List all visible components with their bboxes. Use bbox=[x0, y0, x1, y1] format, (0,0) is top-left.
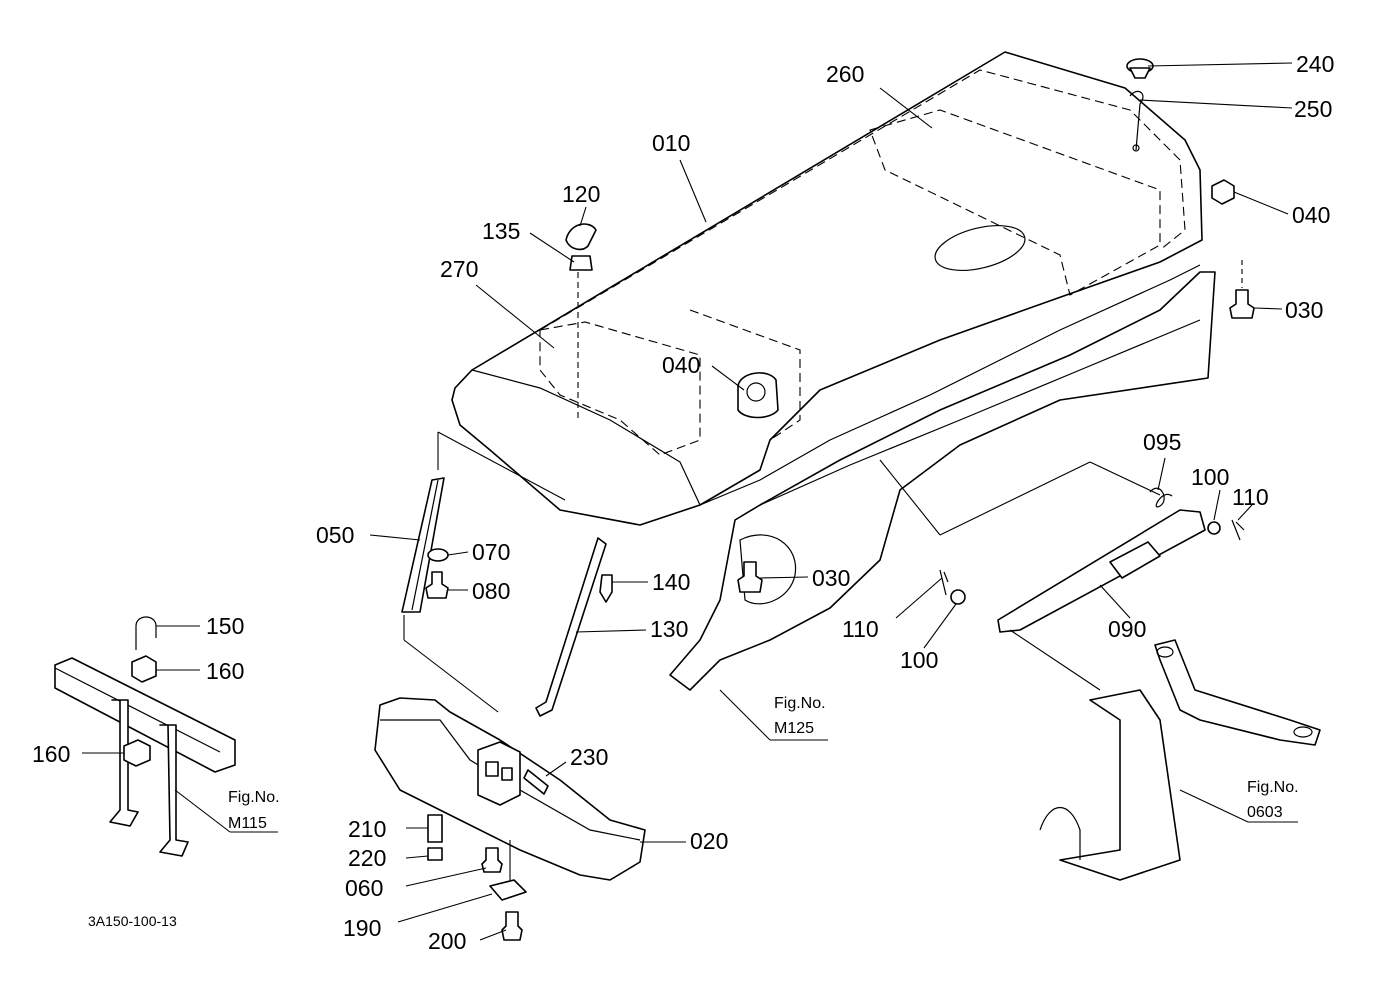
callout-190: 190 bbox=[343, 915, 381, 941]
plate-190 bbox=[489, 879, 527, 901]
screw-140 bbox=[599, 574, 613, 603]
leg-left bbox=[109, 699, 139, 827]
bolt-030-right bbox=[1229, 289, 1255, 319]
callout-020: 020 bbox=[690, 828, 728, 854]
fig-ref-number-0603: 0603 bbox=[1247, 804, 1283, 821]
ubolt-150 bbox=[135, 616, 157, 650]
bracket-090 bbox=[879, 459, 1206, 691]
hood-inner-dash-2 bbox=[689, 309, 801, 441]
fig-ref-label-m125: Fig.No. bbox=[774, 695, 826, 712]
fig-ref-label-m115: Fig.No. bbox=[228, 789, 280, 806]
bolt-030-center bbox=[737, 561, 763, 593]
callout-140: 140 bbox=[652, 569, 690, 595]
callout-040-right: 040 bbox=[1292, 202, 1330, 228]
callout-095: 095 bbox=[1143, 429, 1181, 455]
callout-090: 090 bbox=[1108, 616, 1146, 642]
side-cover-panel bbox=[669, 271, 1216, 691]
callout-210: 210 bbox=[348, 816, 386, 842]
hardware bbox=[123, 58, 1255, 941]
nut-160-upper bbox=[131, 655, 157, 683]
leader-lines bbox=[82, 62, 1298, 941]
bolt-080 bbox=[425, 571, 449, 599]
callout-240: 240 bbox=[1296, 51, 1334, 77]
bracket-mount bbox=[477, 741, 521, 806]
washer-100-right bbox=[1207, 521, 1221, 535]
pin-110-left bbox=[939, 569, 949, 596]
nut-040-right bbox=[1211, 179, 1235, 205]
bolt-230 bbox=[523, 769, 549, 795]
side-panel bbox=[669, 271, 1216, 691]
fig-ref-label-0603: Fig.No. bbox=[1247, 779, 1299, 796]
callout-030-center: 030 bbox=[812, 565, 850, 591]
fig-ref-number-m125: M125 bbox=[774, 720, 814, 737]
frame-channel bbox=[1059, 689, 1181, 881]
callout-200: 200 bbox=[428, 928, 466, 954]
cross-bar-m115 bbox=[54, 657, 236, 857]
callout-040-center: 040 bbox=[662, 352, 700, 378]
hood-vent-opening bbox=[934, 225, 1026, 271]
callout-260: 260 bbox=[826, 61, 864, 87]
support-rod bbox=[535, 537, 607, 717]
rod-130 bbox=[535, 262, 607, 717]
frame-0603 bbox=[1039, 639, 1321, 881]
stay-050-bar bbox=[401, 477, 445, 613]
callout-030-right: 030 bbox=[1285, 297, 1323, 323]
insulator-270-outline bbox=[539, 321, 701, 456]
callout-160-lower: 160 bbox=[32, 741, 70, 767]
nut-220 bbox=[427, 847, 443, 861]
fig-ref-number-m115: M115 bbox=[228, 815, 267, 832]
washer-100-left bbox=[950, 589, 966, 605]
callout-110-left: 110 bbox=[842, 616, 879, 642]
pin-110-right bbox=[1231, 519, 1245, 541]
hood-inner-outline bbox=[539, 69, 1186, 331]
callout-120: 120 bbox=[562, 181, 600, 207]
hood-panel bbox=[451, 51, 1203, 526]
clip-250 bbox=[1129, 90, 1144, 151]
callout-150: 150 bbox=[206, 613, 244, 639]
callout-050: 050 bbox=[316, 522, 354, 548]
callout-110-right: 110 bbox=[1232, 484, 1269, 510]
callout-250: 250 bbox=[1294, 96, 1332, 122]
callout-060: 060 bbox=[345, 875, 383, 901]
figure-references: Fig.No. M125 Fig.No. M115 Fig.No. 0603 bbox=[228, 695, 1299, 832]
callout-labels: 240 250 260 010 040 030 120 135 270 040 … bbox=[32, 51, 1334, 954]
grommet-135 bbox=[569, 255, 593, 271]
spacer-210 bbox=[427, 814, 443, 843]
hood-assembly bbox=[451, 51, 1203, 526]
diagram-id: 3A150-100-13 bbox=[88, 913, 177, 929]
spring-095 bbox=[1149, 487, 1173, 508]
callout-070: 070 bbox=[472, 539, 510, 565]
callout-130: 130 bbox=[650, 616, 688, 642]
cross-bar bbox=[54, 657, 236, 773]
callout-135: 135 bbox=[482, 218, 520, 244]
stay-050 bbox=[401, 431, 566, 713]
bolt-060 bbox=[481, 847, 503, 873]
callout-270: 270 bbox=[440, 256, 478, 282]
callout-100-right: 100 bbox=[1191, 464, 1229, 490]
side-panel-edge-line bbox=[759, 319, 1201, 506]
nut-160-lower bbox=[123, 739, 151, 767]
cap-120 bbox=[565, 223, 597, 251]
hood-front-edge bbox=[471, 369, 701, 506]
callout-230: 230 bbox=[570, 744, 608, 770]
callout-010: 010 bbox=[652, 130, 690, 156]
callout-160-upper: 160 bbox=[206, 658, 244, 684]
nut-040-center bbox=[737, 372, 779, 419]
insulator-260-outline bbox=[869, 109, 1161, 296]
slide-bar bbox=[997, 509, 1206, 633]
side-panel-notch bbox=[739, 534, 797, 605]
bolt-200 bbox=[501, 911, 523, 941]
callout-080: 080 bbox=[472, 578, 510, 604]
hood-crease bbox=[699, 264, 1201, 506]
leg-right bbox=[159, 724, 189, 857]
washer-070 bbox=[427, 548, 449, 562]
callout-100-left: 100 bbox=[900, 647, 938, 673]
callout-220: 220 bbox=[348, 845, 386, 871]
slide-sleeve bbox=[1109, 541, 1161, 579]
frame-arm bbox=[1154, 639, 1321, 746]
front-bracket-020 bbox=[374, 697, 646, 881]
